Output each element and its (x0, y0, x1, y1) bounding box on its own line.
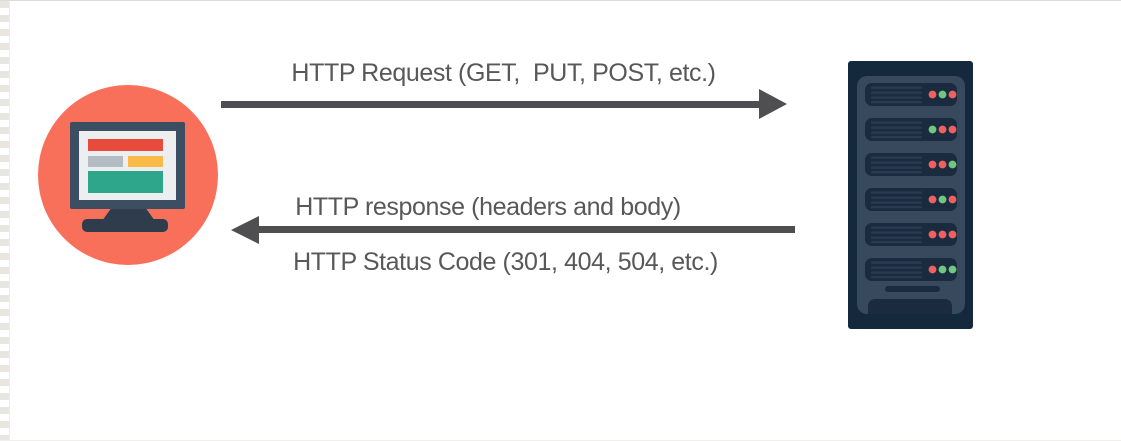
led-icon (928, 230, 937, 239)
led-icon (938, 230, 947, 239)
led-icon (948, 125, 957, 134)
led-icon (928, 125, 937, 134)
led-icon (928, 195, 937, 204)
server-slot (865, 83, 957, 106)
screen-red-bar (88, 139, 163, 151)
monitor-icon (70, 122, 185, 232)
response-arrow-label: HTTP response (headers and body) (295, 193, 681, 221)
led-lights (928, 125, 957, 134)
slot-vents (871, 86, 922, 104)
led-lights (928, 195, 957, 204)
request-arrow-icon (221, 89, 787, 119)
led-icon (948, 265, 957, 274)
led-lights (928, 160, 957, 169)
led-icon (938, 265, 947, 274)
led-lights (928, 265, 957, 274)
slot-vents (871, 226, 922, 244)
led-icon (928, 265, 937, 274)
request-arrow-shaft (221, 101, 762, 108)
slot-vents (871, 191, 922, 209)
client-computer-icon (38, 85, 218, 265)
led-icon (948, 90, 957, 99)
slot-vents (871, 121, 922, 139)
led-icon (938, 125, 947, 134)
led-icon (948, 195, 957, 204)
led-icon (938, 90, 947, 99)
status-code-label: HTTP Status Code (301, 404, 504, etc.) (293, 248, 718, 276)
monitor-stand-neck (102, 207, 155, 221)
slot-vents (871, 156, 922, 174)
led-lights (928, 90, 957, 99)
response-arrowhead-icon (231, 216, 259, 244)
request-arrowhead-icon (759, 89, 787, 119)
server-slot (865, 223, 957, 246)
led-icon (948, 230, 957, 239)
server-slot (865, 258, 957, 281)
response-arrow-icon (231, 216, 795, 244)
server-slot (865, 118, 957, 141)
server-slot (865, 188, 957, 211)
slot-vents (871, 261, 922, 279)
led-icon (938, 195, 947, 204)
monitor-stand-base (82, 219, 168, 232)
led-icon (948, 160, 957, 169)
request-arrow-label: HTTP Request (GET, PUT, POST, etc.) (291, 59, 716, 87)
screen-yellow-bar (128, 156, 163, 167)
led-lights (928, 230, 957, 239)
response-arrow-shaft (256, 226, 795, 233)
led-icon (938, 160, 947, 169)
screen-green-bar (88, 171, 163, 193)
led-icon (928, 90, 937, 99)
server-rack-icon (848, 61, 973, 329)
server-slot (865, 153, 957, 176)
server-bottom-bar (885, 286, 940, 292)
server-foot (868, 299, 952, 314)
led-icon (928, 160, 937, 169)
perforated-edge (0, 1, 10, 440)
screen-gray-bar (88, 156, 123, 167)
